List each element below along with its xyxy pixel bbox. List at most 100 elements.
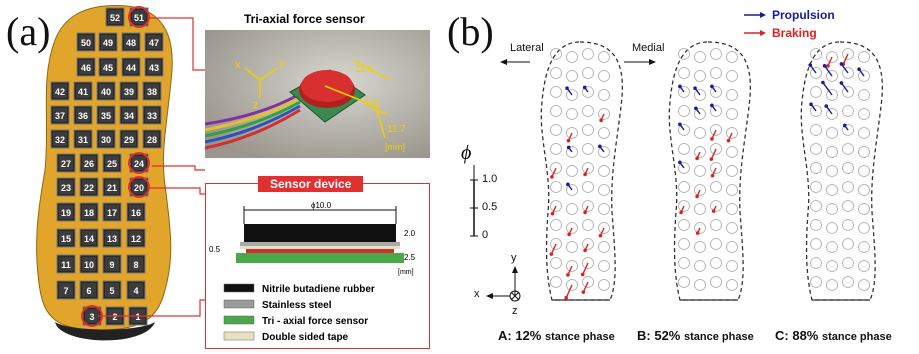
force-arrow-head	[694, 106, 698, 111]
sensor-cell-inner	[132, 156, 146, 170]
sensor-number: 22	[84, 183, 94, 193]
sensor-marker	[710, 67, 722, 79]
sensor-marker	[810, 86, 822, 98]
sensor-number: 41	[78, 87, 88, 97]
force-arrow-head	[695, 156, 699, 161]
sensor-cell-inner	[105, 205, 119, 219]
sensor-marker	[550, 238, 562, 250]
force-arrow-head	[808, 63, 813, 67]
photo-title: Tri-axial force sensor	[244, 12, 365, 26]
sensor-cell-inner	[53, 84, 67, 98]
sensor-marker	[694, 70, 706, 82]
foot-outline	[540, 41, 624, 301]
sensor-marker	[826, 279, 838, 291]
sensor-number: 35	[101, 111, 111, 121]
sensor-marker	[810, 219, 822, 231]
sensor-marker	[678, 48, 690, 60]
sensor-marker	[826, 260, 838, 272]
heel-pad	[55, 322, 155, 341]
force-arrow-head	[695, 194, 699, 199]
sensor-cell-inner	[122, 84, 136, 98]
scale-tick-1: 1.0	[482, 173, 498, 185]
sensor-marker	[710, 238, 722, 250]
sensor-number: 31	[78, 135, 88, 145]
sensor-marker	[598, 165, 610, 177]
sensor-marker	[678, 181, 690, 193]
sensor-cell-inner	[59, 205, 73, 219]
sensor-number: 32	[55, 135, 65, 145]
sensor-cell-inner	[59, 257, 73, 271]
sensor-marker	[842, 143, 854, 155]
force-arrow-head	[824, 104, 829, 108]
force-arrow-head	[549, 252, 554, 256]
sensor-marker	[710, 86, 722, 98]
sensor-cell-inner	[147, 60, 161, 74]
sensor-marker	[694, 203, 706, 215]
sensor-cell-inner	[105, 283, 119, 297]
sensor-number: 37	[55, 111, 65, 121]
sensor-marker	[566, 260, 578, 272]
panel-b-letter: (b)	[447, 9, 494, 54]
sensor-number: 43	[149, 63, 159, 73]
device-legend-label: Nitrile butadiene rubber	[262, 284, 375, 295]
sensor-cell-inner	[129, 283, 143, 297]
sensor-marker	[842, 67, 854, 79]
sensor-number: 47	[149, 38, 159, 48]
sensor-marker	[598, 108, 610, 120]
sensor-marker	[566, 89, 578, 101]
sensor-cell-inner	[82, 231, 96, 245]
sensor-marker	[694, 241, 706, 253]
sensor-cell-inner	[99, 108, 113, 122]
axis-x-label: x	[474, 288, 480, 300]
legend-propulsion-label: Propulsion	[772, 8, 835, 22]
force-arrow-head	[695, 231, 700, 235]
sensor-marker	[710, 276, 722, 288]
sensor-marker	[810, 143, 822, 155]
photo-axis-z: z	[253, 99, 259, 111]
sensor-number: 23	[61, 183, 71, 193]
sensor-number: 48	[126, 38, 136, 48]
sensor-marker	[810, 181, 822, 193]
photo-axis-x: x	[235, 59, 241, 71]
sensor-cell-inner	[82, 205, 96, 219]
sensor-marker	[550, 86, 562, 98]
sensor-marker	[726, 222, 738, 234]
sensor-marker	[842, 124, 854, 136]
sensor-marker	[678, 86, 690, 98]
sensor-marker	[566, 146, 578, 158]
sensor-marker	[694, 127, 706, 139]
sensor-highlight	[128, 6, 150, 28]
force-arrow-head	[679, 210, 683, 215]
sensor-marker	[566, 70, 578, 82]
sensor-number: 38	[147, 87, 157, 97]
sensor-number: 3	[89, 312, 94, 322]
sensor-cell-inner	[82, 257, 96, 271]
sensor-number: 5	[109, 286, 114, 296]
sensor-marker	[726, 127, 738, 139]
force-arrow	[822, 82, 833, 96]
sensor-marker	[858, 184, 870, 196]
sensor-marker	[726, 51, 738, 63]
sensor-cell-inner	[145, 132, 159, 146]
sensor-marker	[694, 222, 706, 234]
sensor-marker	[726, 165, 738, 177]
sensor-number: 17	[107, 208, 117, 218]
sensor-marker	[694, 184, 706, 196]
sensor-marker	[858, 279, 870, 291]
medial-label: Medial	[632, 42, 665, 54]
svg-text:2.5: 2.5	[404, 253, 416, 262]
force-arrow-head	[583, 172, 587, 177]
sensor-marker	[550, 200, 562, 212]
force-arrow-head	[709, 157, 714, 161]
svg-text:0.5: 0.5	[209, 245, 221, 254]
sensor-cell-inner	[53, 132, 67, 146]
sensor-marker	[726, 260, 738, 272]
foot-plot	[800, 41, 884, 301]
sensor-cell-inner	[82, 180, 96, 194]
sensor-marker	[858, 222, 870, 234]
sensor-marker	[726, 184, 738, 196]
svg-text:ϕ10.0: ϕ10.0	[311, 201, 332, 210]
sensor-cell-inner	[124, 35, 138, 49]
